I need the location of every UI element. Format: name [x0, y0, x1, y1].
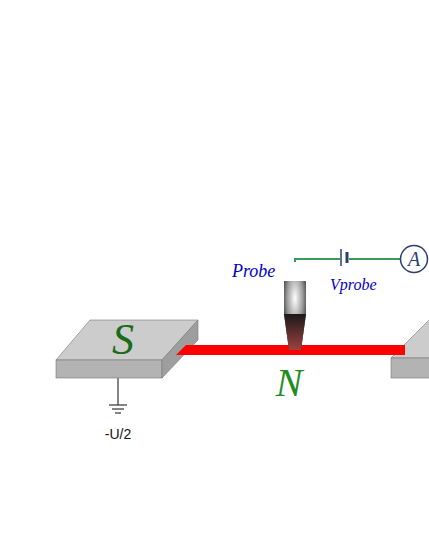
ammeter-label: A	[400, 245, 428, 273]
voltage-label: Vprobe	[330, 276, 377, 294]
ground-symbol	[109, 378, 127, 413]
superconductor-slab-label: S	[56, 320, 190, 360]
potential-label: -U/2	[105, 426, 131, 442]
ammeter: A	[400, 245, 428, 273]
normal-wire: N	[176, 345, 405, 415]
probe-tip-label: Probe	[232, 262, 282, 280]
battery-symbol	[340, 249, 349, 266]
normal-wire-label: N	[176, 363, 402, 403]
superconductor-slab: S	[56, 320, 198, 378]
probe-tip: Probe	[232, 262, 307, 352]
